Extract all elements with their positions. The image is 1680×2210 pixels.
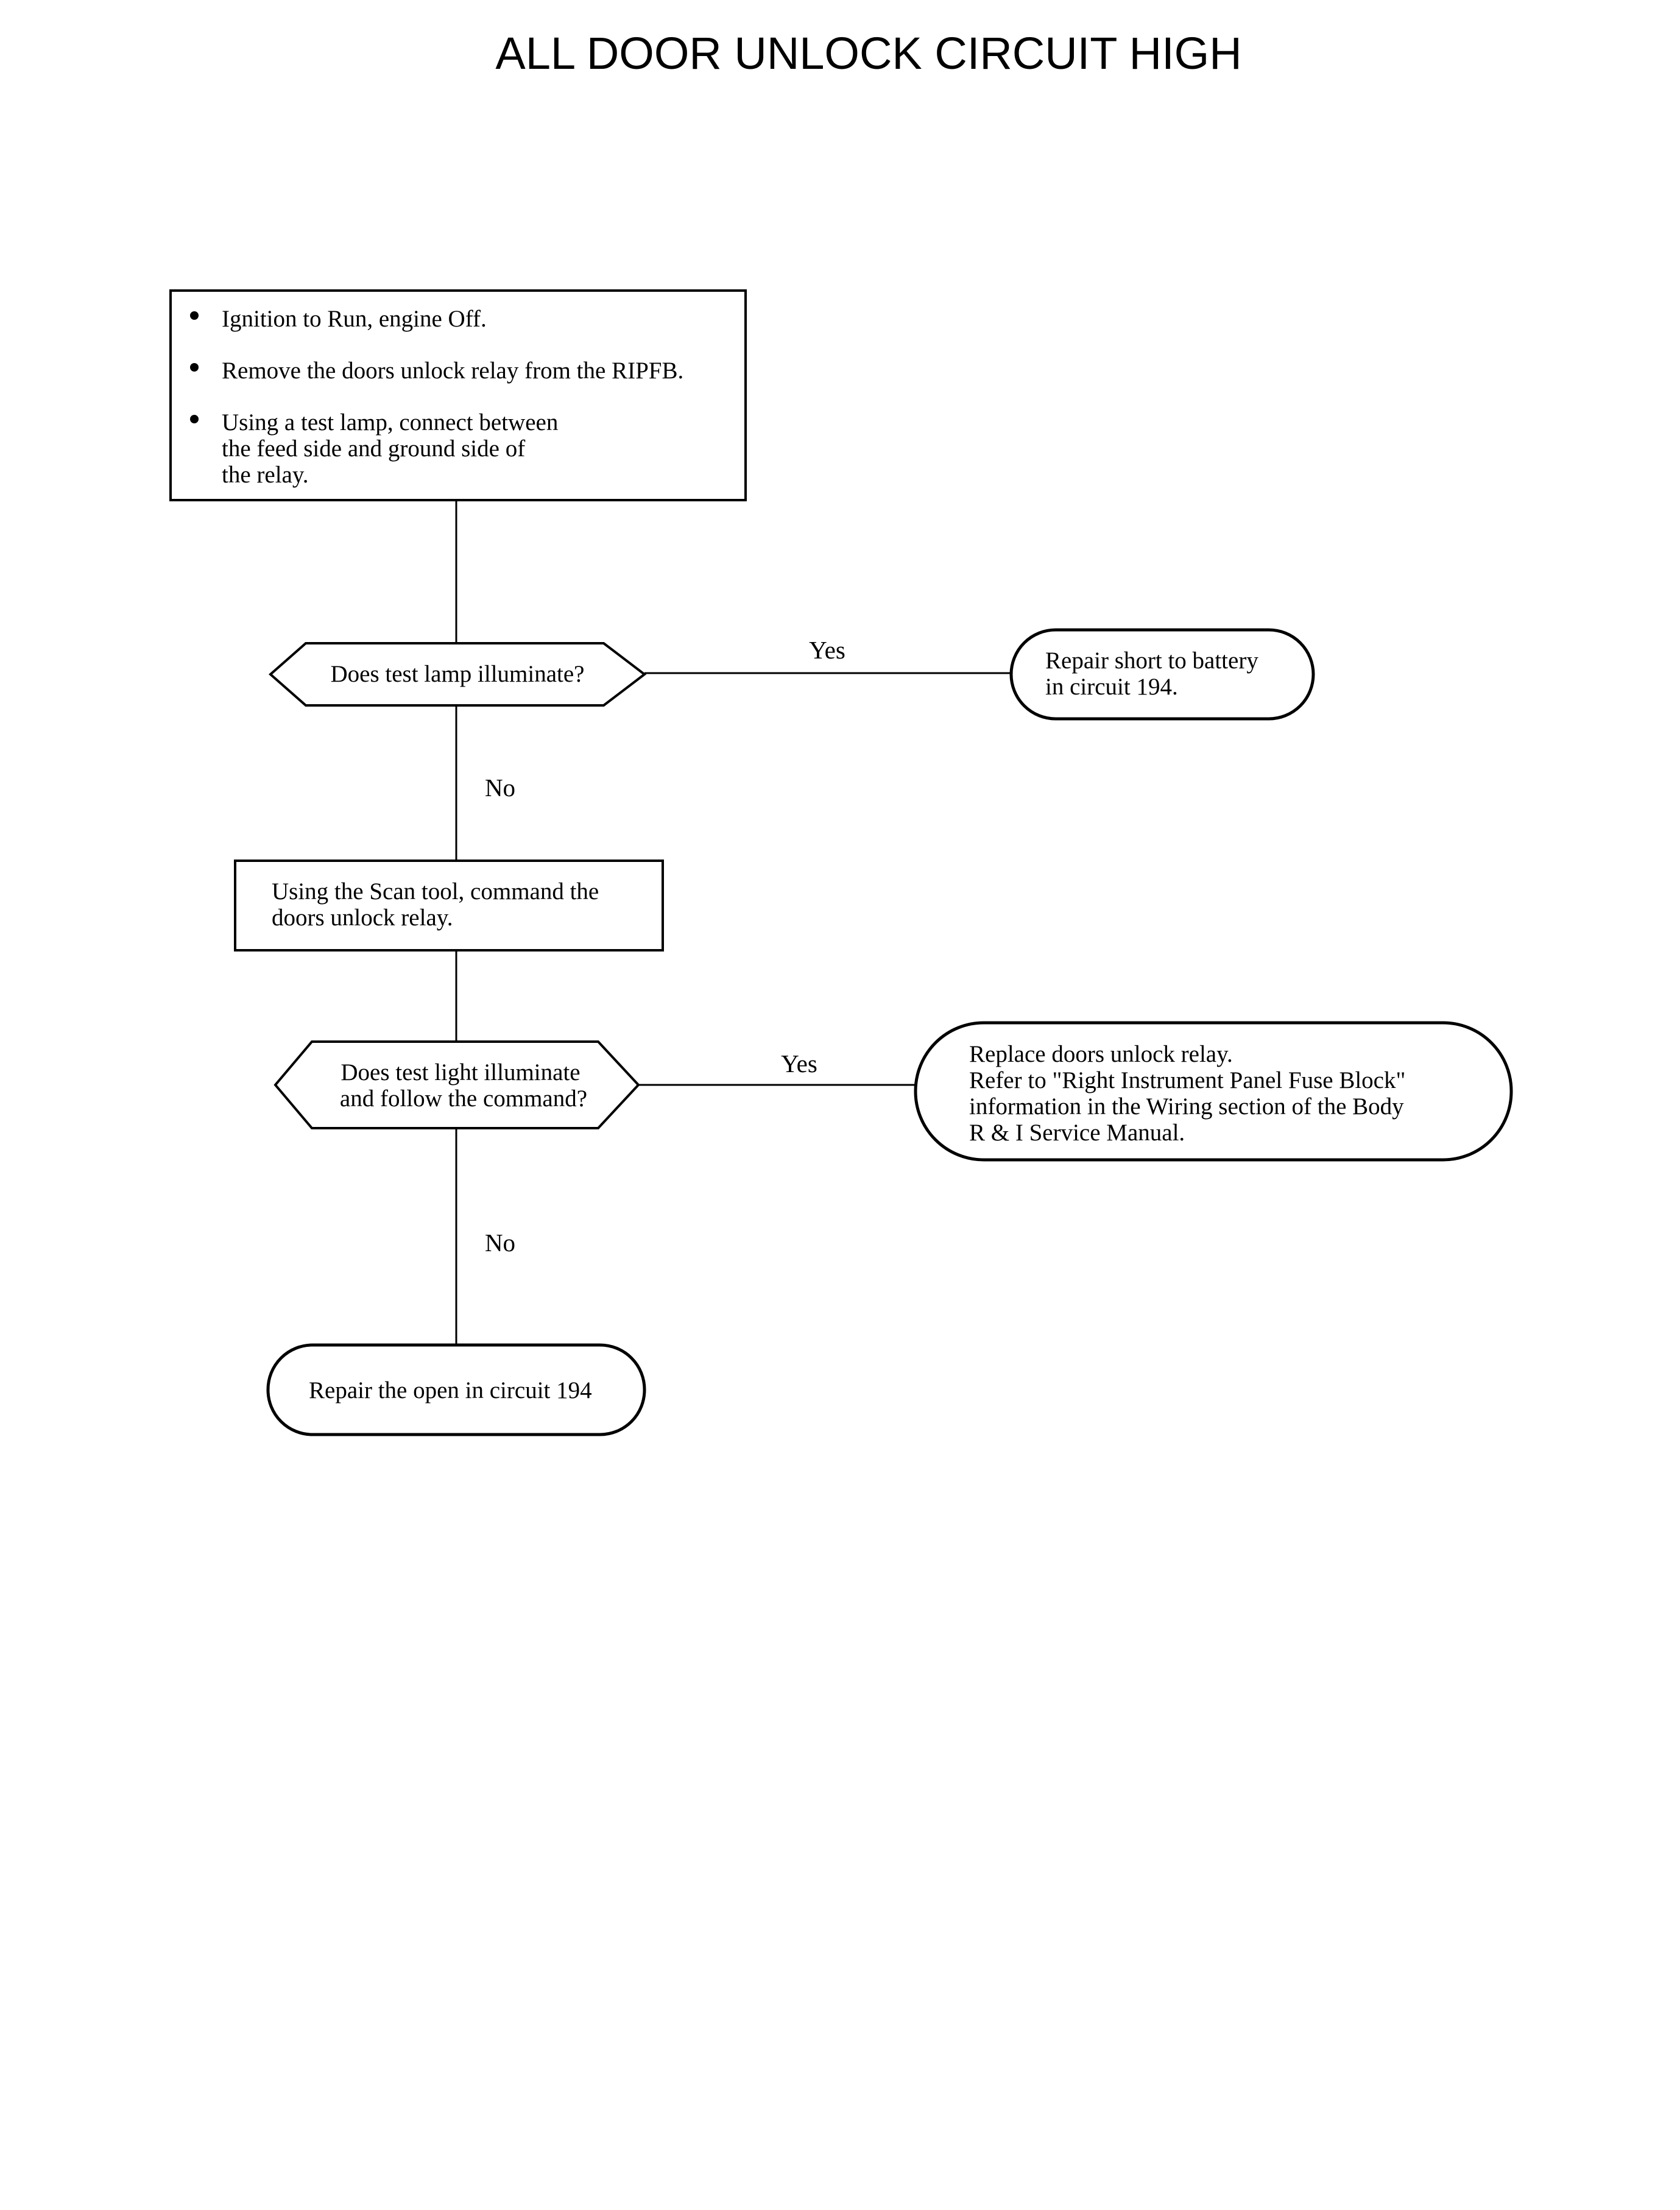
decision1-yes-label: Yes xyxy=(809,636,845,664)
result2-line-1: Replace doors unlock relay. xyxy=(969,1041,1233,1067)
page-title: ALL DOOR UNLOCK CIRCUIT HIGH xyxy=(495,28,1241,79)
result3-terminal: Repair the open in circuit 194 xyxy=(266,1343,646,1436)
step1-bullet-2: Remove the doors unlock relay from the R… xyxy=(222,358,683,384)
bullet-icon xyxy=(190,415,199,423)
bullet-icon xyxy=(190,311,199,320)
result1-line-2: in circuit 194. xyxy=(1045,674,1178,700)
step1-bullet-3-line-2: the feed side and ground side of xyxy=(222,436,525,462)
decision2-no-label: No xyxy=(485,1229,515,1257)
result3-text: Repair the open in circuit 194 xyxy=(309,1377,592,1403)
step1-bullet-3-line-3: the relay. xyxy=(222,462,309,488)
step1-bullet-3-line-1: Using a test lamp, connect between xyxy=(222,409,558,436)
step2-line-1: Using the Scan tool, command the xyxy=(272,878,599,905)
step2-box: Using the Scan tool, command the doors u… xyxy=(234,860,664,951)
decision1-no-label: No xyxy=(485,774,515,802)
decision2-line-2: and follow the command? xyxy=(340,1086,587,1112)
decision2-box: Does test light illuminate and follow th… xyxy=(274,1040,640,1129)
result2-line-4: R & I Service Manual. xyxy=(969,1120,1185,1146)
step1-box: Ignition to Run, engine Off. Remove the … xyxy=(169,289,747,501)
result2-line-2: Refer to "Right Instrument Panel Fuse Bl… xyxy=(969,1067,1405,1093)
result1-line-1: Repair short to battery xyxy=(1045,648,1258,674)
decision2-yes-label: Yes xyxy=(781,1050,817,1078)
decision1-text: Does test lamp illuminate? xyxy=(331,661,585,687)
result1-terminal: Repair short to battery in circuit 194. xyxy=(1009,628,1315,721)
step2-line-2: doors unlock relay. xyxy=(272,905,453,931)
decision1-box: Does test lamp illuminate? xyxy=(268,642,647,707)
decision2-line-1: Does test light illuminate xyxy=(341,1059,580,1086)
result2-terminal: Replace doors unlock relay. Refer to "Ri… xyxy=(914,1021,1513,1162)
step1-bullet-1: Ignition to Run, engine Off. xyxy=(222,306,487,332)
bullet-icon xyxy=(190,363,199,372)
result2-line-3: information in the Wiring section of the… xyxy=(969,1093,1404,1120)
